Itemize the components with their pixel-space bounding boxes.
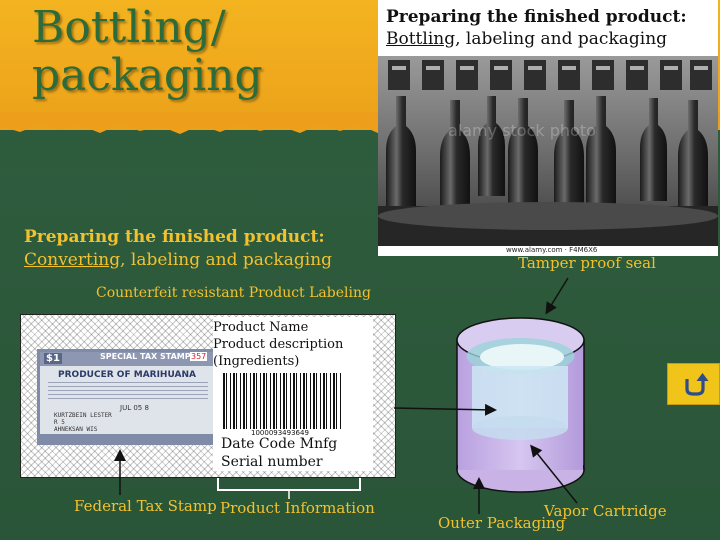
- stamp-serial: 357: [190, 352, 208, 361]
- photo-watermark: alamy stock photo: [448, 121, 596, 140]
- stamp-denomination: $1: [44, 353, 62, 364]
- stamp-name-line: AHNEKSAN WIS: [54, 426, 98, 433]
- product-information-label: Product Information: [220, 499, 375, 517]
- stamp-name-line: KURTZBEIN LESTER: [54, 412, 112, 419]
- product-ingredients: (Ingredients): [213, 354, 300, 369]
- converting-rest: , labeling and packaging: [120, 250, 333, 270]
- stamp-footer-bar: [40, 434, 214, 442]
- counterfeit-label: Counterfeit resistant Product Labeling: [96, 285, 371, 301]
- federal-tax-stamp-label: Federal Tax Stamp: [74, 497, 217, 515]
- stamp-fine-print: [48, 382, 208, 402]
- date-code: Date Code Mnfg: [221, 436, 338, 452]
- stamp-producer: PRODUCER OF MARIHUANA: [58, 370, 196, 380]
- product-name: Product Name: [213, 320, 309, 335]
- return-button[interactable]: [667, 363, 720, 405]
- photo-caption-rest: , labeling and packaging: [455, 29, 668, 49]
- arrow-tamper-seal: [545, 277, 569, 315]
- product-info-text: Product Name Product description (Ingred…: [213, 319, 343, 370]
- return-arrow-icon: [684, 373, 708, 396]
- arrow-vapor-cartridge: [530, 444, 578, 504]
- photo-caption-heading: Preparing the finished product:: [386, 7, 687, 27]
- tamper-proof-seal-label: Tamper proof seal: [518, 254, 656, 272]
- bottling-machine-illustration: alamy stock photo: [378, 56, 718, 246]
- outer-packaging-label: Outer Packaging: [438, 514, 566, 532]
- bottling-photo-panel: Preparing the finished product: Bottling…: [378, 0, 718, 256]
- slide-title: Bottling/ packaging: [32, 2, 263, 101]
- stamp-name-block: KURTZBEIN LESTER R 5 AHNEKSAN WIS: [54, 412, 112, 433]
- vapor-cartridge-cylinder: [456, 317, 585, 493]
- stamp-header: SPECIAL TAX STAMP: [100, 352, 191, 361]
- converting-underlined: Converting: [24, 250, 121, 270]
- converting-heading-bold: Preparing the finished product:: [24, 227, 325, 247]
- barcode-number: 1000093493649: [251, 429, 309, 437]
- stamp-name-line: R 5: [54, 419, 65, 426]
- serial-number: Serial number: [221, 454, 323, 470]
- arrow-to-cartridge: [393, 403, 497, 416]
- product-description: Product description: [213, 337, 344, 352]
- bottling-machine-image: alamy stock photo: [378, 56, 718, 246]
- vapor-cartridge-label: Vapor Cartridge: [544, 502, 667, 520]
- photo-caption: Preparing the finished product: Bottling…: [386, 6, 711, 50]
- product-label-card: $1 SPECIAL TAX STAMP 357 PRODUCER OF MAR…: [20, 314, 396, 478]
- converting-heading: Preparing the finished product: Converti…: [24, 226, 364, 272]
- product-info-bracket: [217, 478, 361, 491]
- stamp-date: JUL 05 8: [120, 404, 149, 412]
- federal-tax-stamp: $1 SPECIAL TAX STAMP 357 PRODUCER OF MAR…: [37, 349, 217, 445]
- stamp-header-bar: [40, 352, 214, 366]
- photo-credit: www.alamy.com · F4M6X6: [506, 246, 598, 254]
- photo-caption-underlined: Bottling: [386, 29, 456, 49]
- barcode: [223, 373, 343, 429]
- product-info-box: Product Name Product description (Ingred…: [213, 317, 373, 471]
